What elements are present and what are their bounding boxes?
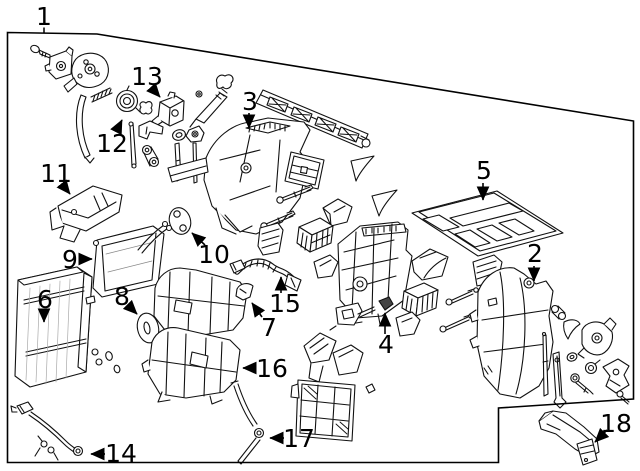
small-screw-icon <box>617 391 629 404</box>
clip-icon <box>140 102 152 114</box>
vent-grille-icon <box>297 218 333 252</box>
blower-case-upper-icon <box>154 268 247 344</box>
callout-10-label[interactable]: 10 <box>198 240 230 269</box>
part-6-evaporator-core <box>15 267 102 387</box>
callout-8-label[interactable]: 8 <box>114 282 130 311</box>
callout-5-label[interactable]: 5 <box>476 156 492 185</box>
actuator-icon <box>578 318 616 358</box>
part-2-heater-case-right <box>470 268 553 398</box>
callout-15-label[interactable]: 15 <box>269 289 301 318</box>
callout-13-label[interactable]: 13 <box>131 62 163 91</box>
callout-8-arrow <box>122 299 138 315</box>
callout-7-label[interactable]: 7 <box>261 313 277 342</box>
part-17-drain-hose <box>231 381 264 464</box>
part-3-heater-case <box>168 118 310 234</box>
bracket-strip-icon <box>553 352 566 408</box>
part-7-bracket <box>236 284 253 300</box>
vent-box-icon <box>333 345 363 375</box>
callout-6-label[interactable]: 6 <box>37 285 53 314</box>
sensor-probe-icon <box>190 75 233 127</box>
callout-12-label[interactable]: 12 <box>96 129 128 158</box>
part-11-air-duct <box>50 186 122 242</box>
part-12-clock-spring <box>117 86 141 112</box>
callout-10-arrow <box>191 232 207 247</box>
callout-3-label[interactable]: 3 <box>242 87 258 116</box>
part-9-heater-core <box>93 222 172 298</box>
double-clip-icon <box>552 306 566 320</box>
oval-ring-icon <box>566 352 578 363</box>
link-rod-icon <box>543 333 549 397</box>
callout-11-arrow <box>56 179 71 195</box>
oval-ring-icon <box>171 128 186 141</box>
elbow-duct-icon <box>304 333 336 382</box>
part-10-grommet <box>166 205 194 237</box>
link-rod-icon <box>129 122 136 168</box>
callout-16-label[interactable]: 16 <box>256 354 288 383</box>
o-ring-icon <box>105 351 121 373</box>
mount-bracket-icon <box>603 359 629 393</box>
callout-18-label[interactable]: 18 <box>600 409 632 438</box>
small-square-icon <box>366 384 375 393</box>
diagram-artwork <box>11 44 629 465</box>
elbow-bracket-icon <box>314 255 338 278</box>
mode-actuator-icon <box>45 47 73 79</box>
part-15-wire-harness <box>230 260 301 291</box>
vent-grille-icon <box>402 283 438 316</box>
screw-rod-icon <box>446 288 478 305</box>
callout-1-label[interactable]: 1 <box>36 2 52 31</box>
double-clip-icon <box>143 146 159 167</box>
elbow-duct-icon <box>323 199 352 226</box>
seal-wedge-icon <box>372 190 397 216</box>
part-14-hose-assembly <box>11 402 83 460</box>
callout-17-label[interactable]: 17 <box>283 424 315 453</box>
part-13-bracket <box>152 92 184 126</box>
part-4-center-frame <box>338 222 412 324</box>
callout-4-label[interactable]: 4 <box>378 330 394 359</box>
callout-11-label[interactable]: 11 <box>40 159 72 188</box>
grommet-icon <box>586 360 601 374</box>
bolt-with-plate-icon <box>330 303 375 330</box>
callout-7-arrow <box>251 302 266 318</box>
bracket-icon <box>139 121 163 139</box>
vent-panel-icon <box>258 223 283 255</box>
callout-13-arrow <box>146 82 161 98</box>
callout-18-arrow <box>594 427 610 443</box>
screw-rod-icon <box>440 314 473 332</box>
grommet-square-icon <box>186 126 204 142</box>
callout-2-label[interactable]: 2 <box>527 239 543 268</box>
seal-wedge-icon <box>351 156 374 181</box>
part-8-grommet <box>135 311 162 345</box>
elbow-duct-icon <box>412 249 448 280</box>
screw-top-left-icon <box>30 44 50 58</box>
screw-rod-icon <box>277 185 313 203</box>
bolt-icon <box>571 374 593 394</box>
diagram-border <box>6 31 635 464</box>
callout-9-label[interactable]: 9 <box>62 245 78 274</box>
part-16-case-lower <box>142 328 240 404</box>
callout-14-label[interactable]: 14 <box>105 439 137 468</box>
part-18-duct <box>539 411 599 465</box>
part-5-cover <box>412 191 563 256</box>
defroster-rail-icon <box>256 90 370 148</box>
seal-wedge-icon <box>564 320 580 339</box>
heater-grid-panel-icon <box>285 152 324 189</box>
scoop-bracket-icon <box>396 312 420 336</box>
filter-panel-icon <box>291 380 355 441</box>
callout-12-arrow <box>110 119 123 136</box>
coil-spring-icon <box>91 88 112 102</box>
cam-actuator-icon <box>64 53 108 92</box>
control-lever-arm-icon <box>76 95 94 163</box>
